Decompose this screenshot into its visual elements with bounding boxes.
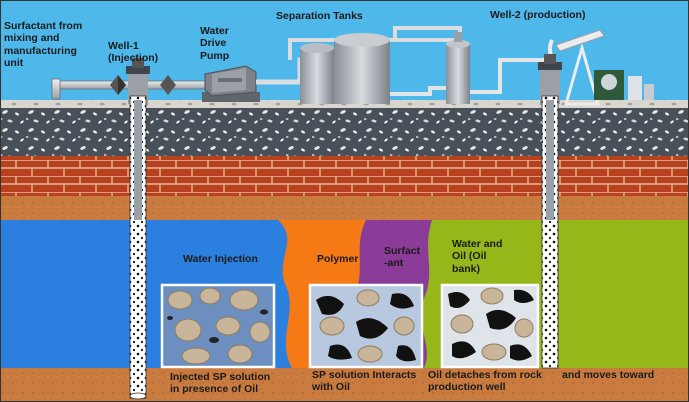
polymer-label: Polymer	[317, 253, 359, 265]
surfactant-label: Surfact -ant	[384, 245, 421, 270]
pump-label: Water Drive Pump	[200, 25, 230, 62]
surfactant-source-label: Surfactant from mixing and manufacturing…	[4, 20, 83, 70]
well-2-label: Well-2 (production)	[490, 9, 586, 21]
brick-layer	[0, 156, 689, 196]
well-2-bore	[538, 54, 562, 369]
caption-interacts: SP solution Interacts with Oil	[312, 369, 417, 394]
well-1-bore	[126, 58, 150, 400]
micrograph-injected	[160, 283, 276, 369]
storage-tank-icon	[300, 32, 470, 104]
oil-bank-label: Water and Oil (Oil bank)	[452, 238, 503, 275]
sand-layer-bottom	[0, 368, 689, 402]
caption-detaches: Oil detaches from rock production well	[428, 369, 542, 394]
pump-jack-icon	[548, 29, 654, 106]
micrograph-interacts	[308, 283, 424, 369]
caption-injected: Injected SP solution in presence of Oil	[170, 371, 271, 396]
sand-layer-top	[0, 196, 689, 220]
separation-tanks-label: Separation Tanks	[276, 10, 363, 22]
micrograph-detaches	[440, 283, 540, 369]
water-pump-icon	[202, 65, 260, 102]
gravel-layer	[0, 100, 689, 156]
caption-moves: and moves toward	[562, 369, 655, 381]
well-1-label: Well-1 (Injection)	[108, 40, 159, 65]
water-injection-label: Water Injection	[183, 253, 258, 265]
